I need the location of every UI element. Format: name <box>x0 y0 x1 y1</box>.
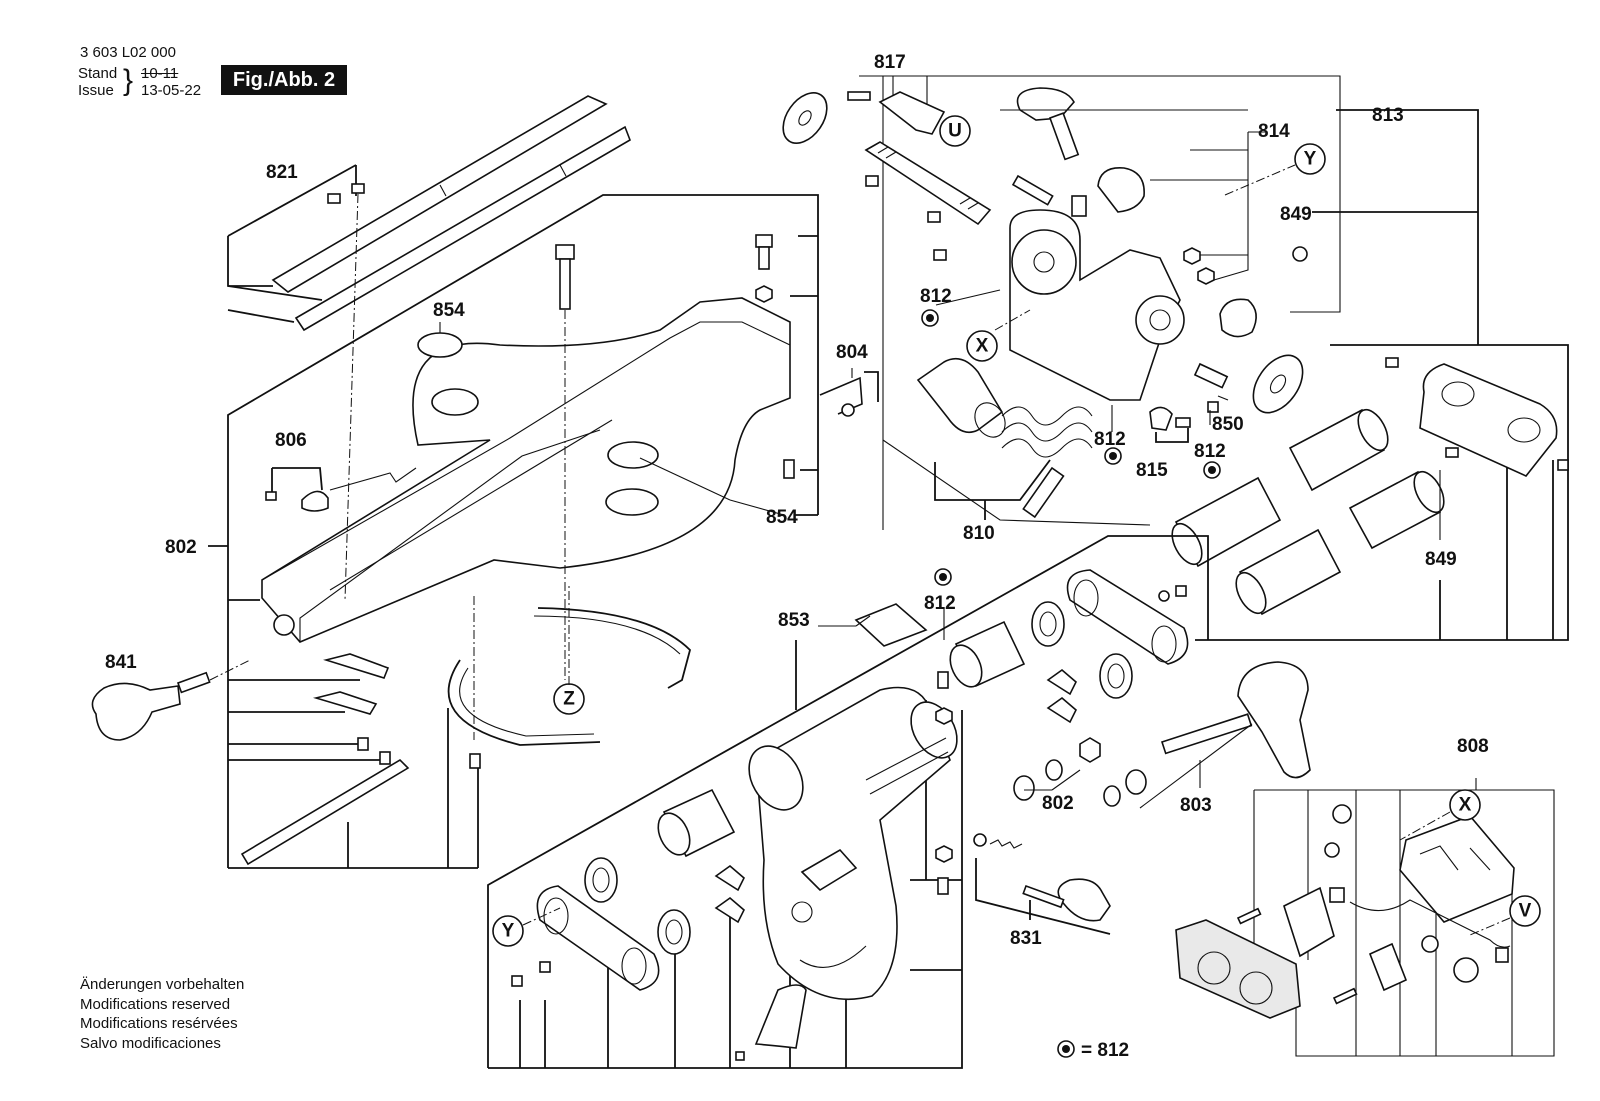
part-label-850: 850 <box>1212 414 1244 435</box>
pivot-rod <box>240 758 410 866</box>
part-label-812: 812 <box>920 286 952 307</box>
part-label-815: 815 <box>1136 460 1168 481</box>
switch-housing <box>1175 804 1515 1019</box>
carriage-bushings <box>657 620 1026 858</box>
part-label-804: 804 <box>836 342 868 363</box>
detent-springs <box>447 607 692 746</box>
marker-symbols <box>921 309 1221 1058</box>
part-label-814: 814 <box>1258 121 1290 142</box>
issue-label: Issue <box>78 82 114 99</box>
handle-803 <box>1139 661 1311 809</box>
part-labels: 802 802 803 804 806 808 810 812 812 812 … <box>105 52 1489 949</box>
part-label-817: 817 <box>874 52 906 73</box>
knob-831 <box>975 858 1111 935</box>
carriage-clips <box>714 668 1077 1049</box>
part-label-806: 806 <box>275 430 307 451</box>
upper-arm-frame <box>882 75 1341 530</box>
lever-knobs <box>1011 87 1308 338</box>
spring-and-bushing-810 <box>916 357 1093 520</box>
base-lower-plates <box>312 653 481 769</box>
part-label-812: 812 <box>1094 429 1126 450</box>
notice-line: Modifications resérvées <box>80 1015 238 1032</box>
figure-label: Fig./Abb. 2 <box>221 65 347 95</box>
callout-v: V <box>1519 901 1532 922</box>
callout-letters: U Y X Z Y X V <box>502 121 1532 942</box>
part-label-849: 849 <box>1280 204 1312 225</box>
part-label-808: 808 <box>1457 736 1489 757</box>
part-label-853: 853 <box>778 610 810 631</box>
leader-lines <box>439 149 1441 791</box>
part-label-854: 854 <box>433 300 465 321</box>
notice-line: Salvo modificaciones <box>80 1034 221 1052</box>
base-group-frame <box>208 194 819 869</box>
part-label-812: 812 <box>1194 441 1226 462</box>
bracket-817 <box>847 75 946 135</box>
part-label-810: 810 <box>963 523 995 544</box>
stand-label: Stand <box>78 65 118 82</box>
tube-end-block <box>1385 357 1569 477</box>
modifications-notice: Änderungen vorbehalten Modifications res… <box>80 975 244 1053</box>
clamp-bracket <box>819 371 879 417</box>
part-label-854: 854 <box>766 507 798 528</box>
part-label-821: 821 <box>266 162 298 183</box>
callout-circles <box>492 115 1541 947</box>
document-number: 3 603 L02 000 <box>80 44 176 61</box>
part-label-812: 812 <box>924 593 956 614</box>
part-label-813: 813 <box>1372 105 1404 126</box>
part-label-802: 802 <box>1042 793 1074 814</box>
bracket-814-lines <box>1000 109 1266 281</box>
carriage-plates <box>536 569 1189 991</box>
callout-y: Y <box>1304 149 1317 170</box>
callout-z: Z <box>563 689 575 710</box>
stand-date-struck: 10-11 <box>141 65 179 82</box>
callout-u: U <box>948 121 962 142</box>
callout-x: X <box>1459 795 1472 816</box>
notice-line: Änderungen vorbehalten <box>80 976 245 993</box>
base-casting <box>261 297 791 643</box>
carriage-rings <box>584 601 1133 955</box>
callout-x: X <box>976 336 989 357</box>
part-label-803: 803 <box>1180 795 1212 816</box>
carriage-fasteners <box>511 585 1187 1061</box>
part-label-831: 831 <box>1010 928 1042 949</box>
slide-group-frame <box>1195 109 1569 641</box>
issue-date: 13-05-22 <box>141 82 202 99</box>
clip-815 <box>1149 362 1229 443</box>
base-bolts <box>327 183 795 740</box>
part-label-841: 841 <box>105 652 137 673</box>
washers-upper <box>782 92 1304 414</box>
label-plate-853 <box>818 603 928 647</box>
callout-y: Y <box>502 921 515 942</box>
bracket-806 <box>265 467 417 512</box>
lock-knob-841 <box>91 659 251 741</box>
slide-tubes <box>1171 408 1445 616</box>
carriage-casting <box>748 686 958 1000</box>
header-brace: } <box>123 64 134 97</box>
pivot-shaft <box>864 141 992 261</box>
notice-line: Modifications reserved <box>80 995 231 1013</box>
part-label-802: 802 <box>165 537 197 558</box>
legend-text: = 812 <box>1081 1040 1129 1061</box>
part-label-849: 849 <box>1425 549 1457 570</box>
arm-housing <box>1009 209 1185 401</box>
